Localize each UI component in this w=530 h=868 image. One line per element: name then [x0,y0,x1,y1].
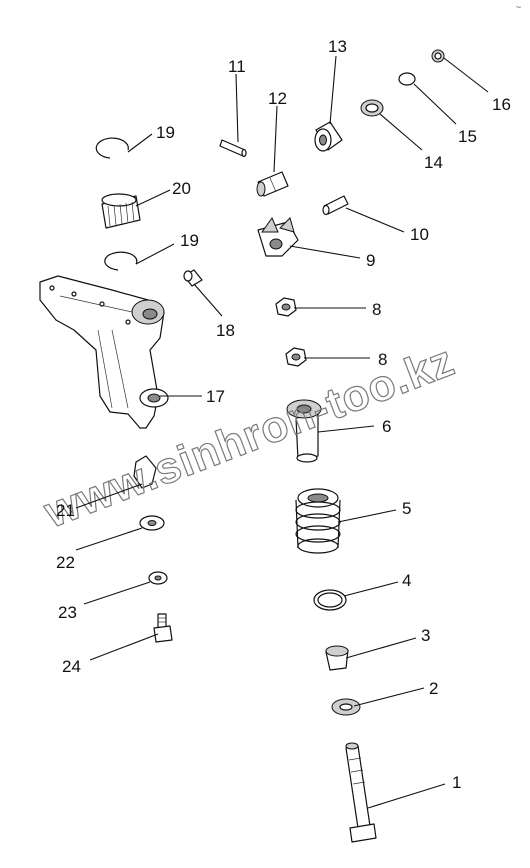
part-8-nut-lower [285,347,307,367]
callout-6: 6 [382,417,391,436]
callout-19a: 19 [156,123,175,142]
part-10-pin [322,195,349,216]
leader-2 [353,687,425,707]
part-23-lock-washer [148,571,168,585]
part-18-grease-fitting [183,269,203,287]
callout-1: 1 [452,773,461,792]
part-8-nut-upper [275,297,297,317]
callout-4: 4 [402,571,411,590]
corner-mark: ~ [516,2,521,12]
callout-12: 12 [268,89,287,108]
leader-13 [329,55,337,125]
leader-19b [135,243,175,265]
callout-16: 16 [492,95,511,114]
part-3-bushing [325,645,349,671]
leader-5 [337,509,397,523]
callout-14: 14 [424,153,443,172]
leader-10 [345,207,405,233]
callout-18: 18 [216,321,235,340]
part-14-bearing [360,99,384,117]
part-19-snap-ring-upper [95,137,129,159]
part-24-bolt [153,613,173,643]
leader-1 [367,783,446,809]
leader-23 [83,581,151,605]
callout-3: 3 [421,626,430,645]
leader-24 [89,633,159,661]
callout-19b: 19 [180,231,199,250]
part-5-spring [295,488,341,554]
part-9-castle-nut [257,216,299,257]
part-13-bushing [314,121,343,152]
leader-9 [289,245,361,259]
part-1-bolt [345,742,377,843]
callout-13: 13 [328,37,347,56]
part-12-stud [256,171,289,197]
part-22-washer [139,515,165,531]
callout-10: 10 [410,225,429,244]
leader-15 [413,83,457,125]
leader-21 [75,483,143,509]
leader-16 [443,57,489,93]
callout-9: 9 [366,251,375,270]
part-15-ring [398,72,416,86]
callout-2: 2 [429,679,438,698]
callout-15: 15 [458,127,477,146]
callout-22: 22 [56,553,75,572]
callout-21: 21 [56,501,75,520]
leader-4 [343,581,399,597]
part-4-ring [313,589,347,611]
leader-14 [379,113,423,151]
callout-numbers: 1 2 3 4 5 6 8 8 9 10 11 12 13 14 15 16 1… [56,37,511,792]
leader-3 [345,637,417,659]
part-2-washer [331,698,361,716]
callout-24: 24 [62,657,81,676]
leader-6 [317,425,375,433]
part-16-bushing [431,49,445,63]
part-21-plate [133,455,157,489]
leader-18 [193,283,223,317]
callout-8a: 8 [372,300,381,319]
callout-8b: 8 [378,350,387,369]
leader-11 [235,73,239,143]
part-17-bracket [39,275,169,429]
leader-20 [135,189,171,207]
callout-11: 11 [228,57,246,76]
leader-19a [127,133,153,153]
part-19-snap-ring-lower [104,251,138,271]
callout-23: 23 [58,603,77,622]
leader-22 [75,527,143,551]
callout-5: 5 [402,499,411,518]
part-11-pin [219,139,247,158]
part-6-pivot-pin [286,399,322,463]
callout-20: 20 [172,179,191,198]
leader-12 [273,105,278,173]
part-20-needle-bearing [101,193,141,229]
leader-lines [75,55,489,809]
callout-17: 17 [206,387,225,406]
